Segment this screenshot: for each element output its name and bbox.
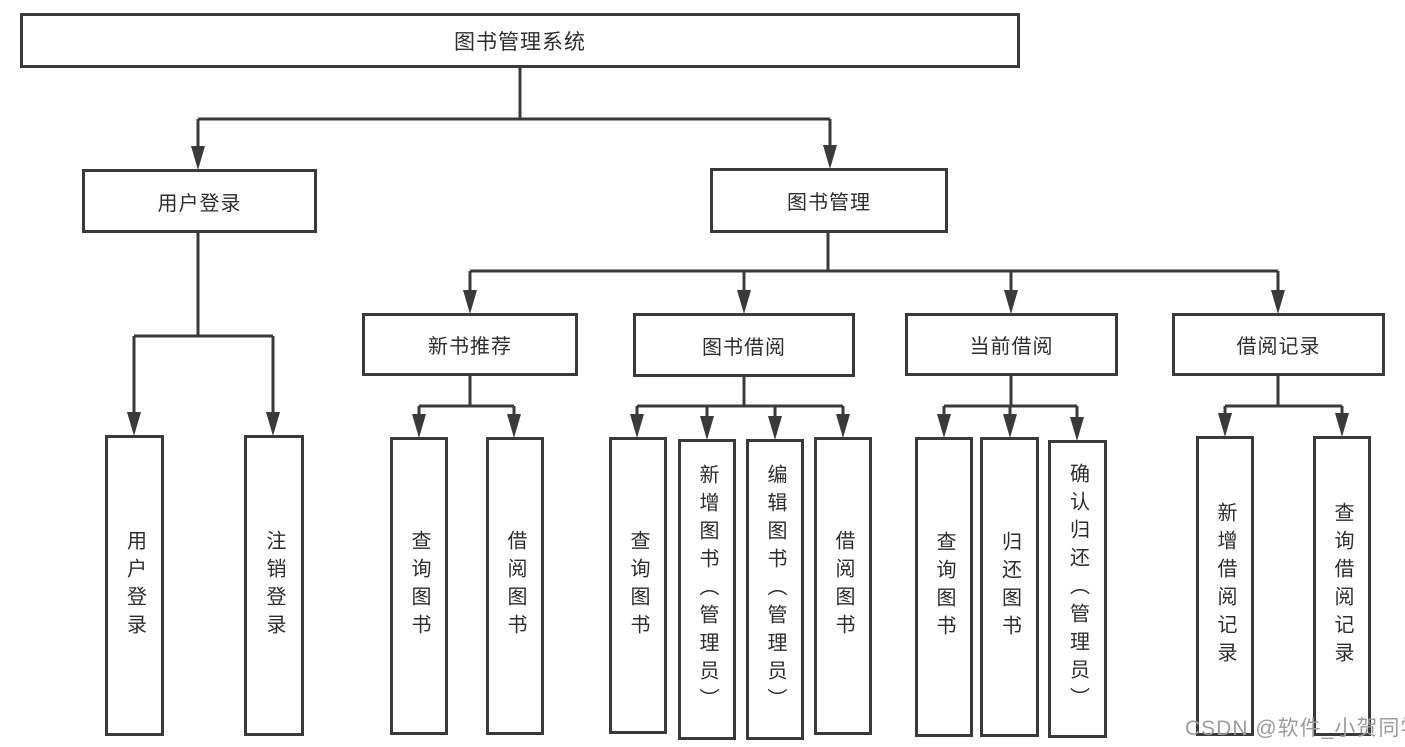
leaf-query-books: 查询图书 <box>915 437 973 737</box>
connector-current-to-leaves <box>937 376 1084 441</box>
node-label: 新增图书（管理员） <box>696 463 718 716</box>
node-book-borrowing: 图书借阅 <box>633 313 855 377</box>
node-label: 归还图书 <box>998 531 1021 643</box>
node-label: 新增借阅记录 <box>1214 502 1236 670</box>
node-label: 图书管理系统 <box>454 30 586 54</box>
node-label: 查询图书 <box>627 529 649 642</box>
leaf-query-books: 查询图书 <box>609 437 667 734</box>
leaf-edit-books-admin: 编辑图书（管理员） <box>746 439 804 740</box>
connector-newbook-to-leaves <box>412 376 521 438</box>
node-label: 图书借阅 <box>702 336 786 359</box>
node-label: 借阅记录 <box>1236 336 1321 358</box>
node-current-borrowing: 当前借阅 <box>905 313 1118 376</box>
node-label: 当前借阅 <box>969 336 1054 358</box>
node-new-book-recommend: 新书推荐 <box>362 313 578 376</box>
node-user-login-branch: 用户登录 <box>82 169 317 233</box>
node-label: 图书管理 <box>787 192 871 214</box>
node-borrowing-records: 借阅记录 <box>1172 313 1385 376</box>
node-label: 新书推荐 <box>428 336 512 358</box>
node-label: 确认归还（管理员） <box>1066 463 1089 715</box>
node-label: 借阅图书 <box>832 530 854 642</box>
node-label: 用户登录 <box>123 529 146 642</box>
connector-login-to-leaves <box>127 233 280 436</box>
leaf-return-books: 归还图书 <box>980 437 1039 737</box>
leaf-borrow-books: 借阅图书 <box>814 437 872 735</box>
leaf-add-books-admin: 新增图书（管理员） <box>678 439 736 740</box>
connector-mgmt-to-level2 <box>463 233 1285 314</box>
node-label: 借阅图书 <box>504 530 526 642</box>
node-book-management-branch: 图书管理 <box>710 168 948 233</box>
leaf-borrow-books: 借阅图书 <box>486 437 544 735</box>
node-label: 查询图书 <box>408 530 430 642</box>
csdn-watermark: CSDN @软件_小贺同学 <box>1185 717 1405 740</box>
node-label: 注销登录 <box>263 529 285 642</box>
connector-root-to-level1 <box>191 68 837 170</box>
node-book-management-system: 图书管理系统 <box>20 13 1020 68</box>
node-label: 用户登录 <box>157 192 242 215</box>
connector-record-to-leaves <box>1218 376 1349 437</box>
connector-borrow-to-leaves <box>630 377 850 440</box>
node-label: 查询借阅记录 <box>1331 502 1353 670</box>
leaf-query-borrow-record: 查询借阅记录 <box>1313 436 1371 736</box>
leaf-user-login: 用户登录 <box>105 435 164 736</box>
leaf-add-borrow-record: 新增借阅记录 <box>1196 436 1254 736</box>
leaf-logout: 注销登录 <box>244 435 304 736</box>
leaf-query-books: 查询图书 <box>390 437 448 735</box>
node-label: 编辑图书（管理员） <box>764 463 786 716</box>
leaf-confirm-return-admin: 确认归还（管理员） <box>1048 440 1107 738</box>
node-label: 查询图书 <box>933 531 955 643</box>
